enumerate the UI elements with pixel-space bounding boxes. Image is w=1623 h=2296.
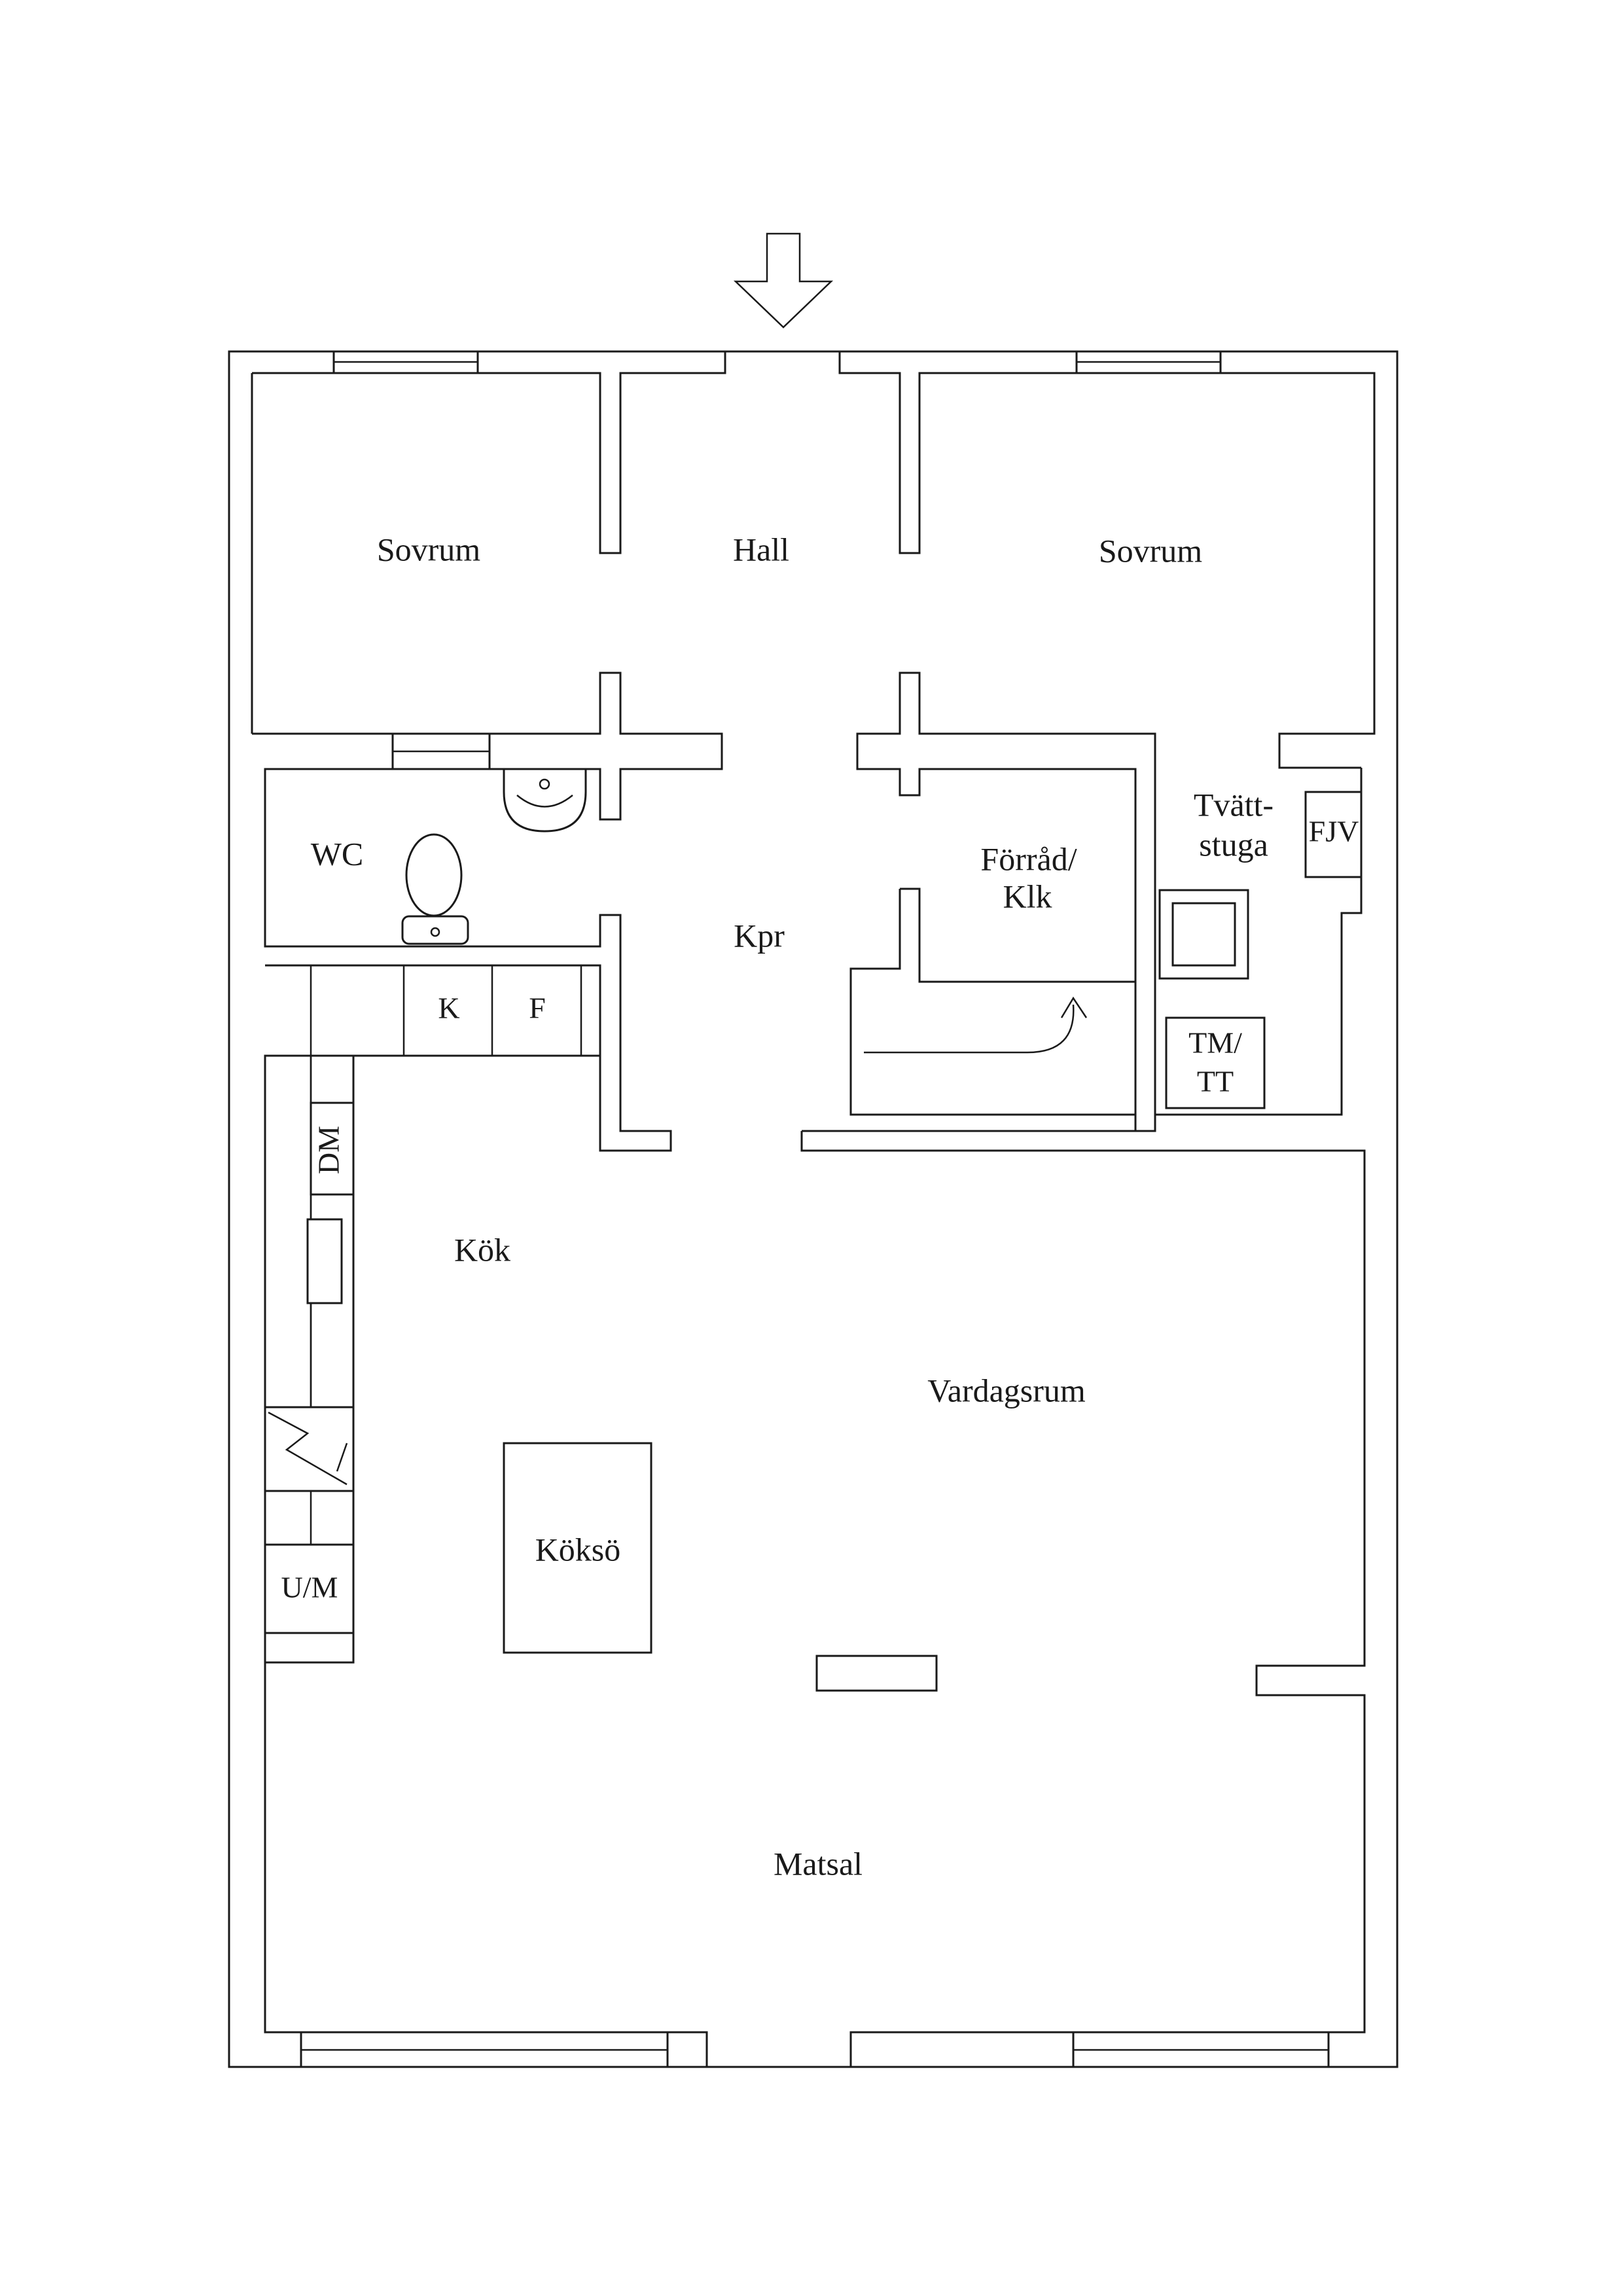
fixture-label-dm: DM — [312, 1126, 346, 1174]
room-label-hall: Hall — [733, 531, 789, 567]
dryer — [1165, 1016, 1266, 1109]
fixture-label-k: K — [438, 992, 459, 1025]
room-label-sovrum-left: Sovrum — [377, 531, 480, 567]
room-label-kpr: Kpr — [734, 917, 785, 954]
stove-icon — [264, 1406, 355, 1492]
bottom-walls — [264, 1662, 1332, 2068]
kitchen-sink — [306, 1218, 343, 1304]
sink-icon — [503, 768, 587, 833]
entrance-arrow-icon — [733, 232, 834, 329]
room-label-kok: Kök — [454, 1231, 510, 1268]
kitchen-counters — [264, 964, 601, 1634]
washing-machine-icon — [1158, 889, 1249, 980]
district-heating-unit — [1304, 791, 1363, 878]
room-label-forrad-2: Klk — [1003, 878, 1052, 914]
exterior-walls — [228, 350, 1399, 2068]
fireplace — [815, 1655, 938, 1692]
dishwasher — [310, 1102, 355, 1196]
fixture-label-tm-1: TM/ — [1188, 1026, 1242, 1060]
room-label-vardagsrum: Vardagsrum — [927, 1372, 1086, 1408]
toilet-icon — [401, 833, 469, 945]
fixture-label-tm-2: TT — [1197, 1065, 1234, 1098]
room-label-tvatt-1: Tvätt- — [1194, 786, 1274, 823]
fridge-freezer — [264, 1543, 355, 1634]
room-label-forrad-1: Förråd/ — [980, 840, 1077, 877]
room-label-matsal: Matsal — [774, 1845, 863, 1882]
stairs-arrow-icon — [864, 996, 1088, 1054]
fixture-label-f: F — [529, 992, 546, 1025]
room-label-tvatt-2: stuga — [1199, 826, 1268, 863]
room-label-sovrum-right: Sovrum — [1099, 532, 1202, 569]
fixture-label-fjv: FJV — [1309, 815, 1359, 848]
kitchen-island — [503, 1442, 652, 1654]
room-label-wc: WC — [311, 835, 364, 872]
fixture-label-um: U/M — [281, 1571, 338, 1604]
room-label-koksö: Köksö — [535, 1531, 621, 1568]
